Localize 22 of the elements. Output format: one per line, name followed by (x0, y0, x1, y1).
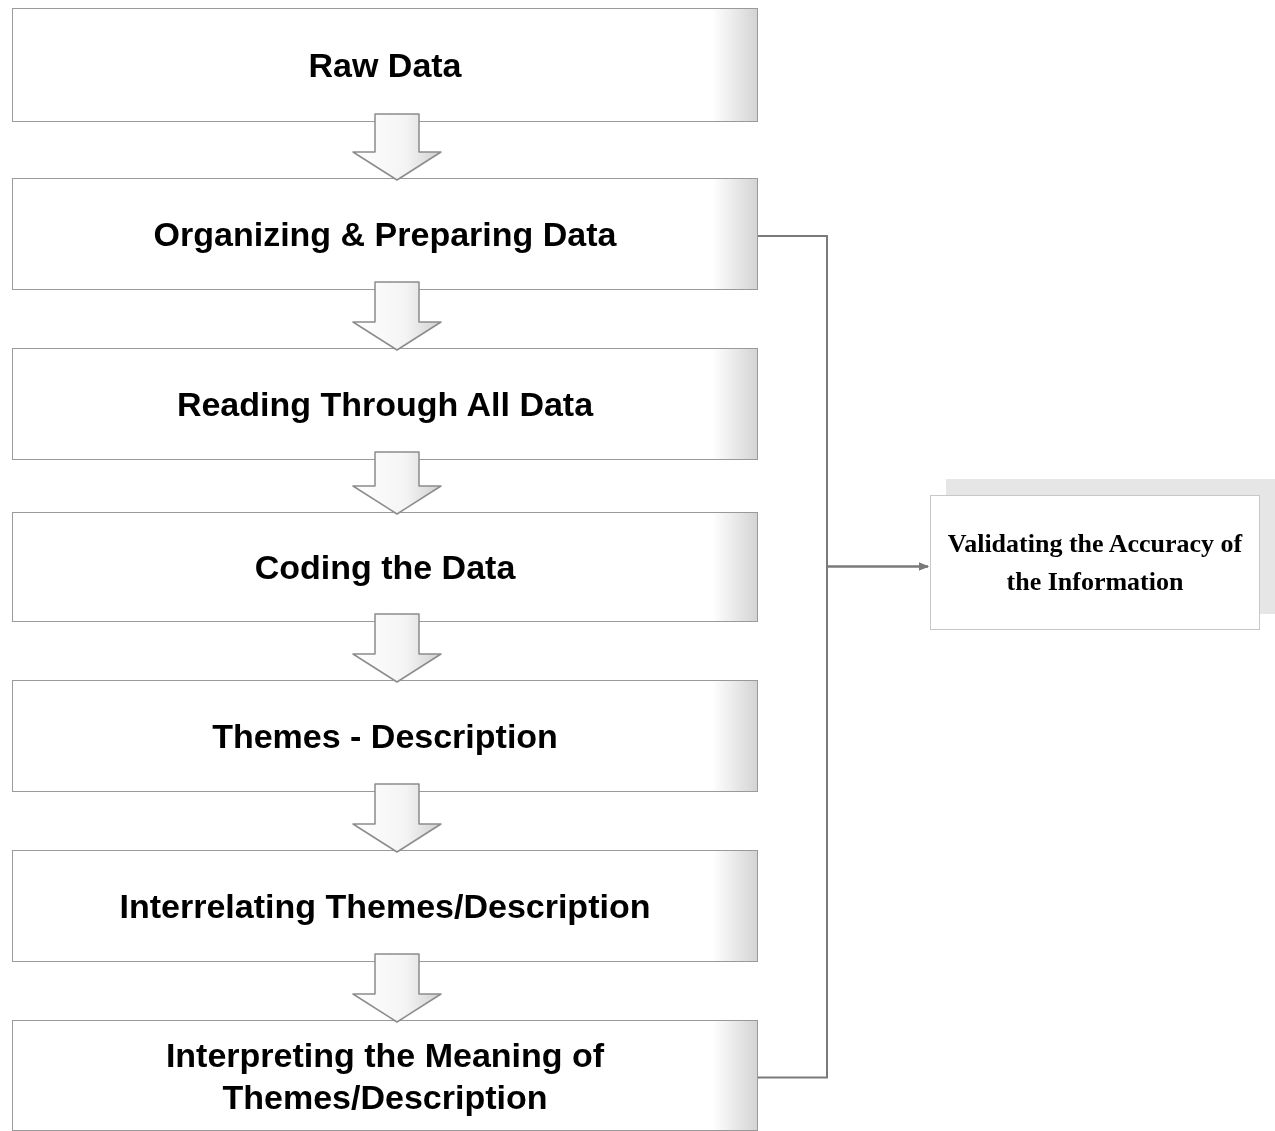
process-box (12, 178, 758, 290)
block-arrow (352, 281, 442, 351)
block-arrow (352, 953, 442, 1023)
process-box (12, 680, 758, 792)
box-label: Organizing & Preparing Data (152, 214, 618, 255)
box-label: Reading Through All Data (175, 384, 595, 425)
box-label: Themes - Description (211, 716, 559, 757)
process-box (12, 850, 758, 962)
box-label: Coding the Data (253, 547, 517, 588)
box-label: Validating the Accuracy of the Information (947, 527, 1243, 598)
process-box (12, 348, 758, 460)
process-box (12, 1020, 758, 1131)
process-box (12, 8, 758, 122)
connector-arrow (757, 562, 929, 1079)
block-arrow (352, 113, 442, 181)
block-arrow (352, 783, 442, 853)
box-label: Interrelating Themes/Description (118, 886, 652, 927)
box-label: Raw Data (307, 45, 463, 86)
box-label: Interpreting the Meaning of Themes/Description (164, 1034, 606, 1118)
block-arrow (352, 613, 442, 683)
block-arrow (352, 451, 442, 515)
process-box (12, 512, 758, 622)
